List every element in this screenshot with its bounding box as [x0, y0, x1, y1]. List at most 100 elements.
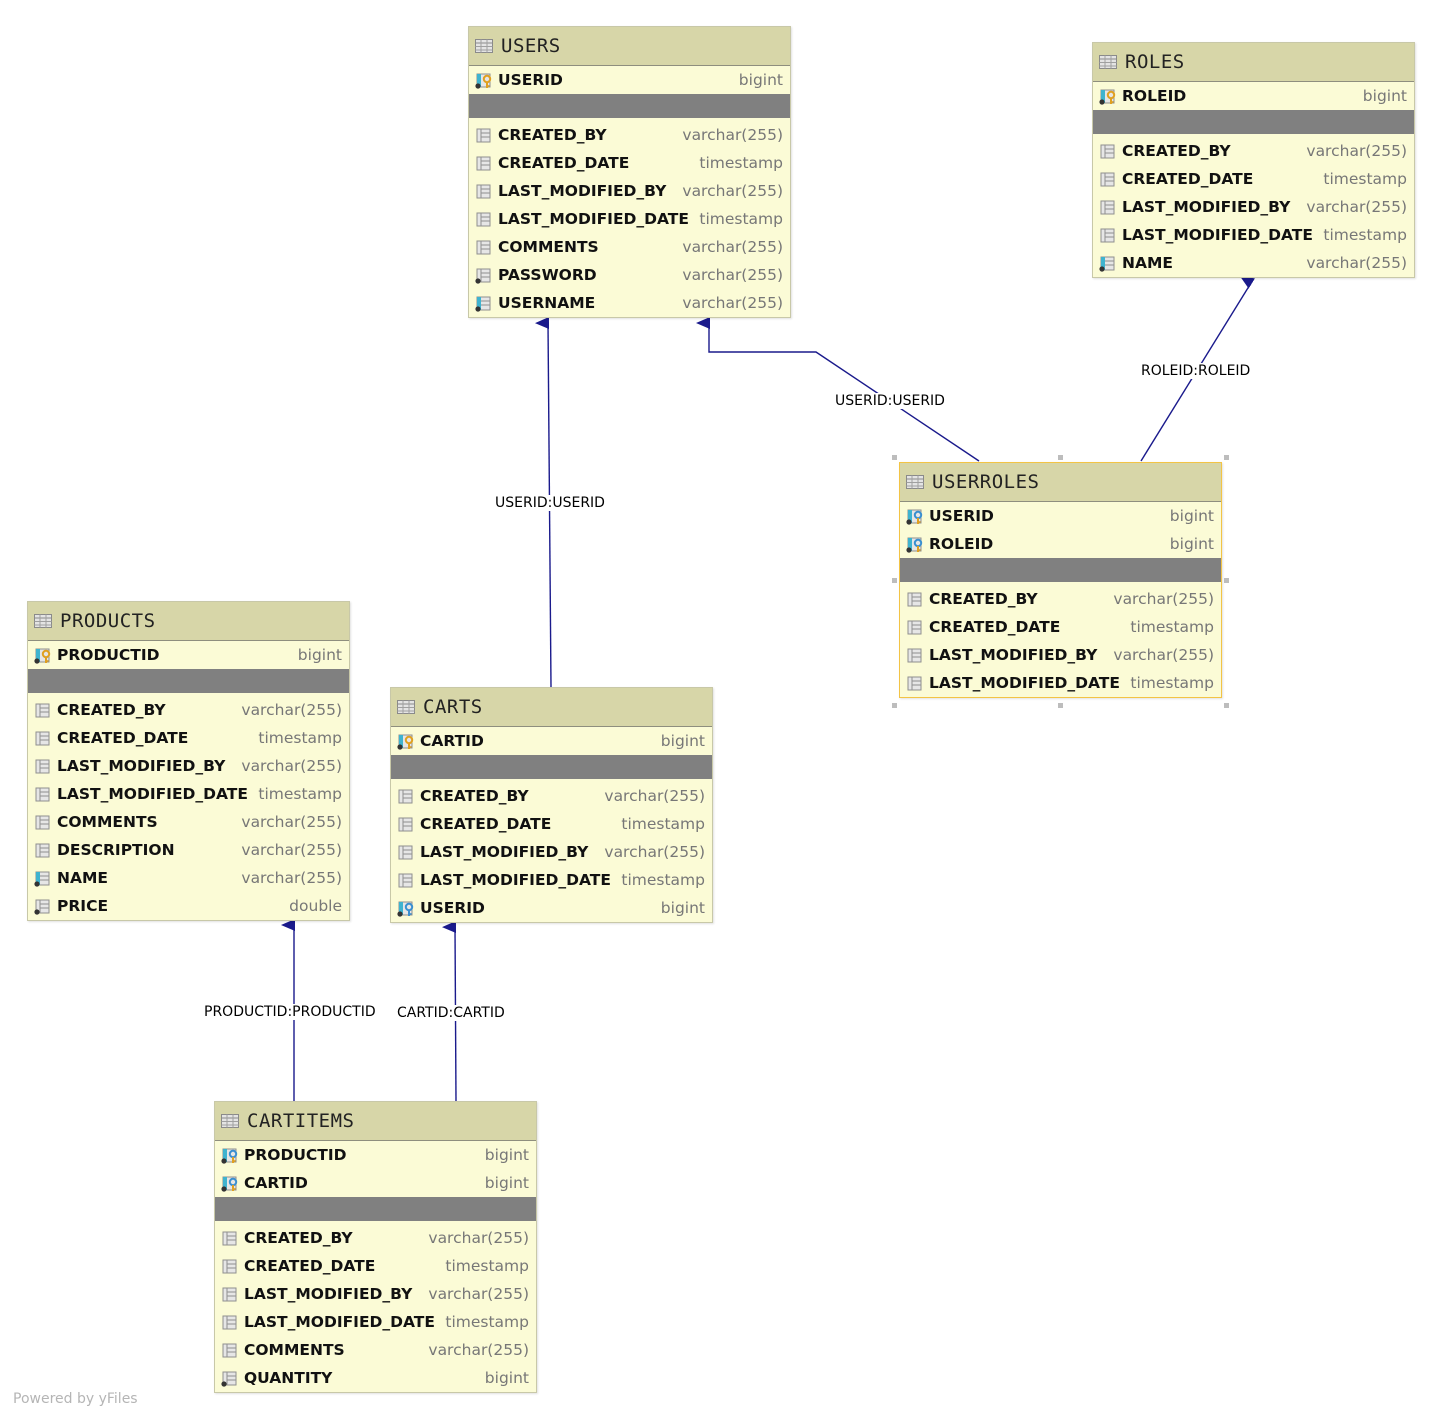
- selection-handle[interactable]: [892, 455, 897, 460]
- column-type: varchar(255): [1306, 142, 1407, 160]
- column-name: USERID: [498, 71, 563, 89]
- not-null-column-icon: [475, 267, 492, 284]
- column-name: PRODUCTID: [57, 646, 160, 664]
- column-type: timestamp: [445, 1257, 529, 1275]
- column-row[interactable]: LAST_MODIFIED_DATE timestamp: [391, 866, 712, 894]
- column-name: CARTID: [244, 1174, 308, 1192]
- column-name: CREATED_DATE: [929, 618, 1061, 636]
- table-icon: [397, 699, 415, 715]
- selection-handle[interactable]: [1224, 578, 1229, 583]
- column-name: NAME: [1122, 254, 1173, 272]
- selection-handle[interactable]: [892, 578, 897, 583]
- column-type: timestamp: [621, 871, 705, 889]
- table-header[interactable]: CARTITEMS: [215, 1102, 536, 1141]
- column-name: USERNAME: [498, 294, 596, 312]
- column-type: timestamp: [699, 154, 783, 172]
- column-name: PRICE: [57, 897, 109, 915]
- selection-handle[interactable]: [1058, 455, 1063, 460]
- selection-handle[interactable]: [892, 703, 897, 708]
- column-type: timestamp: [445, 1313, 529, 1331]
- unique-column-icon: [1099, 255, 1116, 272]
- column-name: CREATED_DATE: [57, 729, 189, 747]
- column-icon: [397, 844, 414, 861]
- column-type: varchar(255): [428, 1341, 529, 1359]
- table-header[interactable]: USERS: [469, 27, 790, 66]
- column-icon: [34, 842, 51, 859]
- column-name: LAST_MODIFIED_DATE: [57, 785, 248, 803]
- column-icon: [475, 155, 492, 172]
- column-name: ROLEID: [929, 535, 994, 553]
- column-name: LAST_MODIFIED_BY: [498, 182, 667, 200]
- column-type: varchar(255): [241, 813, 342, 831]
- table-icon: [221, 1113, 239, 1129]
- column-name: LAST_MODIFIED_BY: [420, 843, 589, 861]
- table-header[interactable]: USERROLES: [900, 463, 1221, 502]
- table-header[interactable]: ROLES: [1093, 43, 1414, 82]
- column-type: bigint: [484, 1369, 529, 1387]
- column-type: varchar(255): [241, 757, 342, 775]
- table-header[interactable]: CARTS: [391, 688, 712, 727]
- key-separator: [469, 94, 790, 118]
- column-icon: [906, 675, 923, 692]
- column-name: LAST_MODIFIED_DATE: [420, 871, 611, 889]
- table-header[interactable]: PRODUCTS: [28, 602, 349, 641]
- column-icon: [1099, 171, 1116, 188]
- column-type: varchar(255): [428, 1285, 529, 1303]
- selection-handle[interactable]: [1224, 703, 1229, 708]
- selection-handle[interactable]: [1058, 703, 1063, 708]
- key-separator: [391, 755, 712, 779]
- edge-userroles-users[interactable]: [696, 317, 980, 462]
- column-type: bigint: [660, 732, 705, 750]
- selection-handle[interactable]: [1224, 455, 1229, 460]
- column-icon: [475, 183, 492, 200]
